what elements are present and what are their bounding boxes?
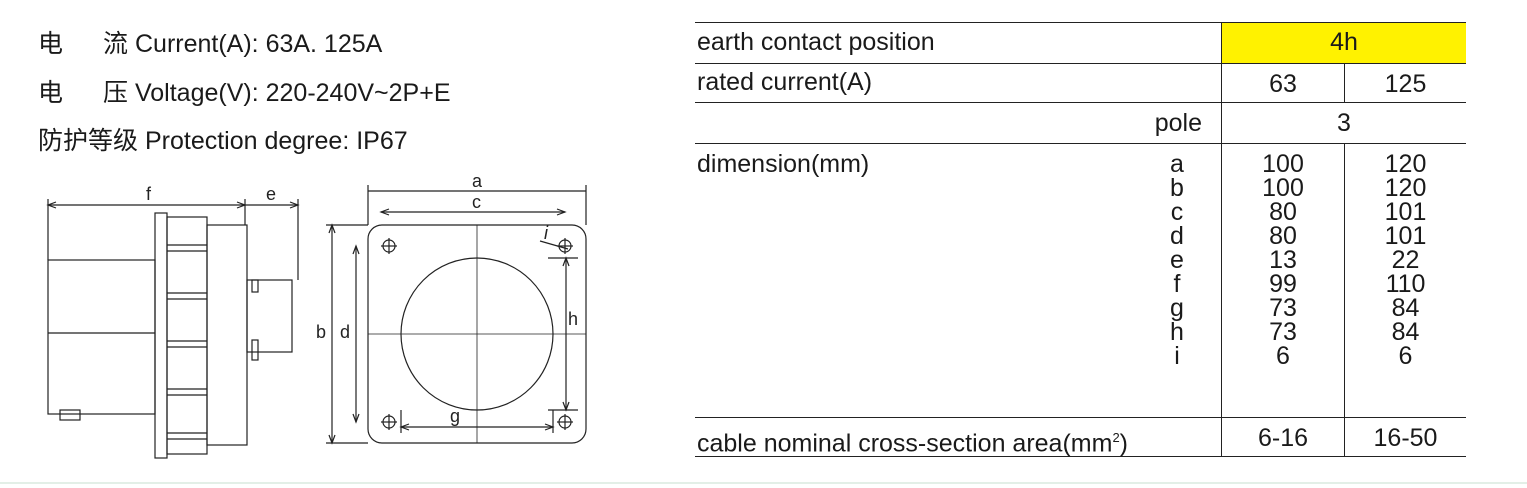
dim-value: 73 xyxy=(1269,294,1297,322)
dim-value: 84 xyxy=(1391,318,1420,346)
dim-value: 120 xyxy=(1384,150,1427,178)
technical-drawing: f e xyxy=(46,171,587,459)
dim-value: 99 xyxy=(1269,270,1297,298)
pole-value: 3 xyxy=(1337,109,1351,137)
label-c: c xyxy=(472,192,481,212)
dim-value: 101 xyxy=(1384,198,1427,226)
dim-values-63: 100 100 80 80 13 99 73 73 6 xyxy=(1222,150,1344,370)
label-e: e xyxy=(266,184,276,204)
spec-voltage-cn-a: 电 xyxy=(38,79,64,107)
dim-letter: i xyxy=(1174,342,1180,370)
dim-letters: a b c d e f g h i xyxy=(1157,150,1197,370)
label-h: h xyxy=(568,309,578,329)
side-flange xyxy=(154,212,168,459)
spec-voltage-text: Voltage(V): 220-240V~2P+E xyxy=(134,79,451,107)
dim-value: 22 xyxy=(1391,246,1420,274)
spec-voltage: 电 压 Voltage(V): 220-240V~2P+E xyxy=(38,73,451,109)
rated-125: 125 xyxy=(1384,70,1427,98)
dim-value: 100 xyxy=(1262,150,1304,178)
dim-value: 120 xyxy=(1384,174,1427,202)
spec-protection-cn: 防护等级 xyxy=(38,127,139,155)
dim-letter: b xyxy=(1170,174,1184,202)
spec-voltage-cn-b: 压 xyxy=(103,79,129,107)
earth-highlight xyxy=(1222,22,1466,63)
dim-letter: e xyxy=(1170,246,1184,274)
side-back xyxy=(246,279,293,353)
dim-letter: g xyxy=(1170,294,1184,322)
dim-value: 6 xyxy=(1398,342,1413,370)
earth-label: earth contact position xyxy=(697,28,935,56)
spec-current-cn-b: 流 xyxy=(103,30,129,58)
rated-label: rated current(A) xyxy=(697,68,873,96)
cable-label: cable nominal cross-section area(mm2) xyxy=(697,424,1128,457)
earth-value: 4h xyxy=(1330,28,1358,56)
dim-letter: c xyxy=(1170,198,1184,226)
dim-letter: h xyxy=(1170,318,1184,346)
dim-letter: d xyxy=(1170,222,1184,250)
spec-protection-text: Protection degree: IP67 xyxy=(144,127,408,155)
front-view xyxy=(326,185,587,445)
label-d: d xyxy=(340,322,350,342)
spec-protection: 防护等级 Protection degree: IP67 xyxy=(38,121,408,157)
dim-value: 80 xyxy=(1269,198,1297,226)
dim-letter: f xyxy=(1173,270,1181,298)
dim-value: 110 xyxy=(1385,270,1426,298)
side-view xyxy=(46,199,300,459)
dim-value: 13 xyxy=(1269,246,1297,274)
spec-current-cn-a: 电 xyxy=(38,30,64,58)
spec-current: 电 流 Current(A): 63A. 125A xyxy=(38,24,382,60)
bottom-rule xyxy=(0,482,1527,484)
dimension-label: dimension(mm) xyxy=(697,150,870,178)
dim-value: 101 xyxy=(1384,222,1427,250)
label-b: b xyxy=(316,322,326,342)
pole-label: pole xyxy=(1154,109,1202,137)
dim-value: 84 xyxy=(1391,294,1420,322)
dim-value: 100 xyxy=(1262,174,1304,202)
dim-letter: a xyxy=(1170,150,1184,178)
dim-value: 6 xyxy=(1276,342,1290,370)
label-g: g xyxy=(450,406,460,426)
cable-label-close: ) xyxy=(1119,429,1128,458)
cable-label-sup: 2 xyxy=(1112,430,1120,445)
cable-63: 6-16 xyxy=(1257,424,1309,452)
side-ribs xyxy=(166,216,208,455)
label-i: i xyxy=(544,223,549,243)
spec-current-text: Current(A): 63A. 125A xyxy=(134,30,383,58)
side-foot xyxy=(59,409,81,421)
label-a: a xyxy=(472,171,483,191)
cable-125: 16-50 xyxy=(1373,424,1438,452)
dim-value: 73 xyxy=(1269,318,1297,346)
cable-label-text: cable nominal cross-section area(mm xyxy=(697,429,1113,458)
dim-value: 80 xyxy=(1269,222,1297,250)
side-body xyxy=(47,259,156,415)
dim-values-125: 120 120 101 101 22 110 84 84 6 xyxy=(1345,150,1466,370)
label-f: f xyxy=(146,184,152,204)
side-collar xyxy=(206,224,248,446)
rated-63: 63 xyxy=(1269,70,1297,98)
